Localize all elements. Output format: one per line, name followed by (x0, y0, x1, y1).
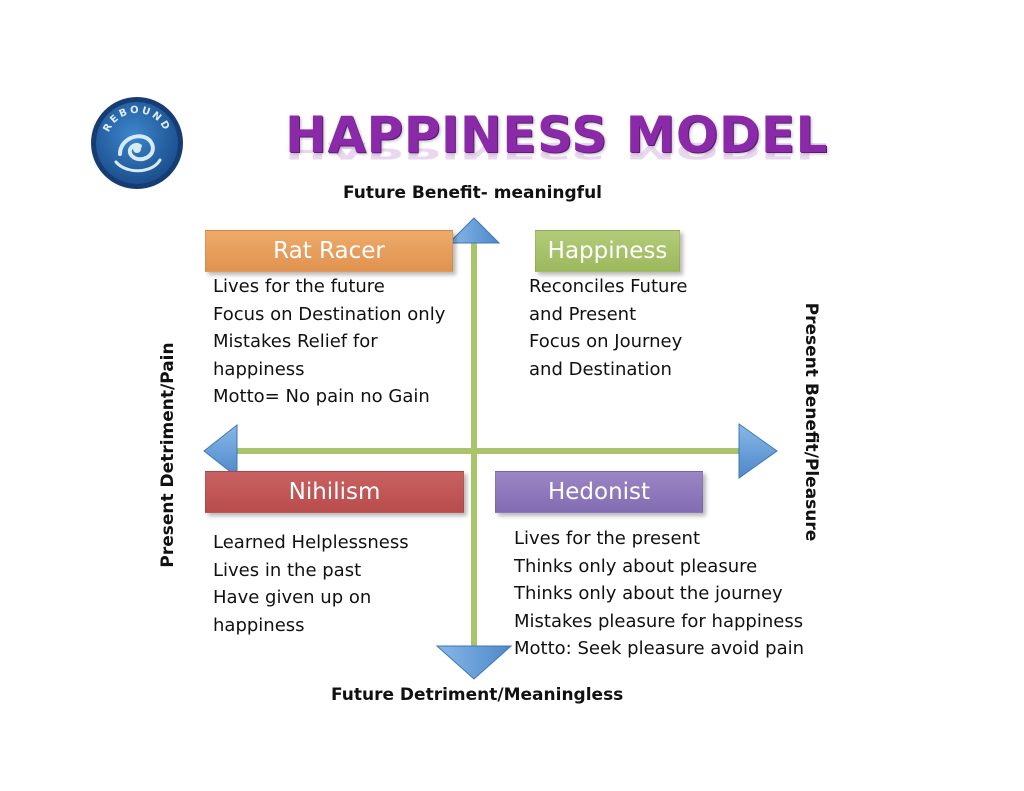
rebound-logo-icon: REBOUND (91, 97, 183, 189)
quadrant-line: Thinks only about pleasure (514, 555, 758, 577)
quadrant-text-hedonist: Lives for the present Thinks only about … (514, 525, 804, 663)
quadrant-line: Motto: Seek pleasure avoid pain (514, 638, 805, 660)
axis-label-left: Present Detriment/Pain (158, 342, 178, 568)
quadrant-line: Focus on Journey (529, 331, 683, 353)
quadrant-text-nihilism: Learned Helplessness Lives in the past H… (213, 529, 409, 639)
quadrant-line: Thinks only about the journey (514, 583, 783, 605)
quadrant-box-rat-racer: Rat Racer (205, 230, 453, 272)
quadrant-line: Mistakes Relief for (213, 331, 378, 353)
quadrant-box-hedonist: Hedonist (495, 471, 703, 513)
quadrant-line: Motto= No pain no Gain (213, 386, 430, 408)
quadrant-line: Reconciles Future (529, 276, 688, 297)
quadrant-line: Focus on Destination only (213, 303, 446, 325)
logo-arc-swoosh (114, 158, 162, 173)
quadrant-box-happiness: Happiness (535, 230, 680, 272)
axis-label-right: Present Benefit/Pleasure (801, 302, 821, 542)
quadrant-line: and Destination (529, 358, 672, 380)
quadrant-text-happiness: Reconciles Future and Present Focus on J… (529, 273, 687, 383)
arrow-left-icon (203, 423, 238, 479)
axis-label-top: Future Benefit- meaningful (343, 183, 602, 203)
quadrant-text-rat-racer: Lives for the future Focus on Destinatio… (213, 273, 445, 411)
arrow-up-icon (447, 217, 501, 244)
quadrant-line: Have given up on (213, 587, 372, 609)
quadrant-line: Lives in the past (213, 559, 362, 581)
quadrant-line: Lives for the present (514, 528, 701, 549)
quadrant-line: happiness (213, 358, 305, 380)
arrow-right-icon (738, 423, 778, 479)
quadrant-line: Lives for the future (213, 276, 385, 297)
logo-swirl (118, 134, 155, 162)
quadrant-line: and Present (529, 303, 637, 325)
axis-label-bottom: Future Detriment/Meaningless (331, 685, 624, 705)
page-title: HAPPINESS MODEL (285, 106, 828, 164)
logo-center-dot (133, 145, 141, 153)
quadrant-box-nihilism: Nihilism (205, 471, 464, 513)
arrow-down-icon (435, 645, 513, 680)
quadrant-line: Learned Helplessness (213, 532, 409, 553)
rebound-logo: REBOUND (90, 96, 184, 190)
quadrant-line: happiness (213, 614, 305, 636)
quadrant-line: Mistakes pleasure for happiness (514, 610, 804, 632)
